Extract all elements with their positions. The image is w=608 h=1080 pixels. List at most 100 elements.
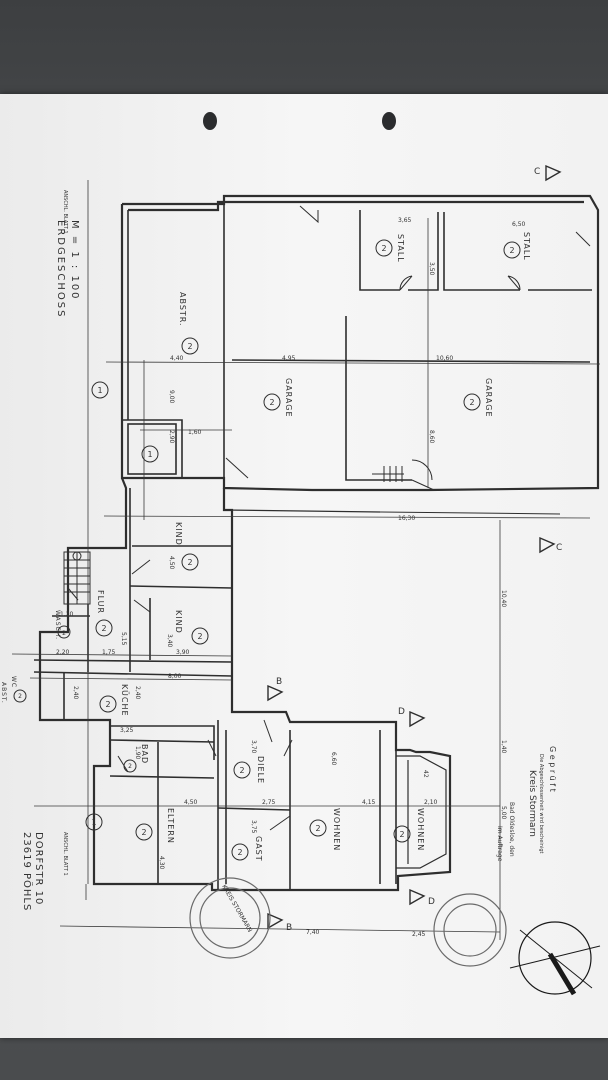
outer-walls xyxy=(38,194,600,892)
room-kind-2: KIND xyxy=(174,610,183,634)
unit-no: 2 xyxy=(381,244,386,253)
unit-no: 2 xyxy=(187,342,192,351)
dim-label: 1,75 xyxy=(102,649,116,656)
dim-label: 10,60 xyxy=(436,355,453,362)
unit-no: 1 xyxy=(147,450,152,459)
approval-line-2: Die Abgeschlossenheit wird bescheinigt xyxy=(538,754,544,854)
unit-no: 2 xyxy=(101,624,106,633)
room-garage-right: GARAGE xyxy=(484,378,493,418)
unit-no: 1 xyxy=(91,818,96,827)
approval-line-5: Im Auftrage xyxy=(496,826,503,862)
dimension-lines xyxy=(11,180,601,940)
punch-hole-left xyxy=(203,112,217,130)
section-c-mid: C xyxy=(556,543,562,553)
dim-label: 2,40 xyxy=(72,686,79,700)
dim-label: 3,40 xyxy=(166,634,173,648)
dim-label: 5,00 xyxy=(500,806,507,820)
staircase xyxy=(63,466,404,605)
unit-no: 2 xyxy=(469,398,474,407)
unit-circles xyxy=(13,239,521,861)
dim-label: 4,50 xyxy=(168,556,175,570)
dim-label: 4,40 xyxy=(170,355,184,362)
room-wasch: WASCH. xyxy=(54,610,61,640)
section-d-top: D xyxy=(398,707,405,717)
unit-no: 2 xyxy=(128,763,132,770)
dim-label: 3,50 xyxy=(428,262,435,276)
sheet-title: ERDGESCHOSS xyxy=(55,220,66,318)
room-gast: GAST xyxy=(254,836,263,862)
dim-label: 1,20 xyxy=(60,611,74,618)
room-stall-top: STALL xyxy=(522,232,531,261)
unit-no: 2 xyxy=(269,398,274,407)
dim-label: 8,60 xyxy=(428,430,435,444)
dim-label: 2,10 xyxy=(424,799,438,806)
room-flur: FLUR xyxy=(96,590,105,614)
section-markers xyxy=(267,164,562,930)
dim-label: 4,95 xyxy=(282,355,296,362)
room-eltern: ELTERN xyxy=(166,808,175,844)
floor-plan-sheet xyxy=(0,94,608,1038)
dim-label: 3,70 xyxy=(250,740,257,754)
dim-label: 4,15 xyxy=(362,799,376,806)
unit-no: 2 xyxy=(399,830,404,839)
room-diele: DIELE xyxy=(256,756,265,784)
dim-label: 1,60 xyxy=(188,429,202,436)
dim-label: 5,15 xyxy=(120,632,127,646)
dim-label: 42 xyxy=(422,770,429,778)
door-swings xyxy=(67,205,591,831)
room-bad: BAD xyxy=(140,744,149,764)
approval-line-4: Bad Oldesloe, den xyxy=(508,802,515,857)
room-wohnen-2: WOHNEN xyxy=(416,808,425,851)
dim-label: 2,75 xyxy=(262,799,276,806)
room-abst: ABST. xyxy=(0,682,7,704)
dim-label: 8,00 xyxy=(168,673,182,680)
room-wohnen-1: WOHNEN xyxy=(332,808,341,851)
dim-label: 2,20 xyxy=(56,649,70,656)
approval-line-3: Kreis Stormarn xyxy=(527,770,537,837)
dim-label: 4,50 xyxy=(184,799,198,806)
approval-line-1: G e p r ü f t xyxy=(548,746,557,792)
dim-label: 10,40 xyxy=(500,590,507,607)
sheet-scale: M = 1 : 100 xyxy=(69,220,80,301)
dim-label: 16,30 xyxy=(398,515,415,522)
bay-window xyxy=(396,755,447,869)
dim-label: 2,40 xyxy=(134,686,141,700)
dim-label: 6,50 xyxy=(512,221,526,228)
room-wc: WC xyxy=(10,676,17,688)
section-c-top: C xyxy=(534,167,540,177)
unit-no: 2 xyxy=(315,824,320,833)
unit-no: 2 xyxy=(509,246,514,255)
address-line-1: DORFSTR 10 xyxy=(33,832,44,905)
unit-no: 2 xyxy=(62,630,66,637)
dim-label: 1,90 xyxy=(134,746,141,760)
unit-no: 1 xyxy=(97,386,102,395)
dim-label: 7,40 xyxy=(306,929,320,936)
dim-label: 1,40 xyxy=(500,740,507,754)
dim-label: 9,00 xyxy=(168,390,175,404)
section-d-bottom: D xyxy=(428,897,435,907)
official-stamps xyxy=(189,877,507,967)
dim-label: 3,90 xyxy=(176,649,190,656)
unit-no: 2 xyxy=(239,766,244,775)
unit-no: 2 xyxy=(18,693,22,700)
unit-no: 2 xyxy=(187,558,192,567)
dim-label: 3,75 xyxy=(250,820,257,834)
punch-hole-right xyxy=(382,112,396,130)
dim-label: 3,65 xyxy=(398,217,412,224)
anschluss-blatt-right: ANSCHL. BLATT 1 xyxy=(62,832,68,876)
address-line-2: 23619 PÖHLS xyxy=(21,832,34,911)
unit-no: 2 xyxy=(141,828,146,837)
section-b-bottom: B xyxy=(286,923,292,933)
unit-no: 2 xyxy=(105,700,110,709)
room-stall-small: STALL xyxy=(396,234,405,263)
room-kueche: KÜCHE xyxy=(120,684,130,717)
unit-no: 2 xyxy=(237,848,242,857)
north-arrow xyxy=(509,921,601,996)
inner-walls xyxy=(33,204,592,890)
dim-label: 3,25 xyxy=(120,727,134,734)
dim-label: 6,60 xyxy=(330,752,337,766)
dim-label: 2,90 xyxy=(168,430,175,444)
room-abstr: ABSTR. xyxy=(178,292,187,327)
dim-label: 4,30 xyxy=(158,856,165,870)
